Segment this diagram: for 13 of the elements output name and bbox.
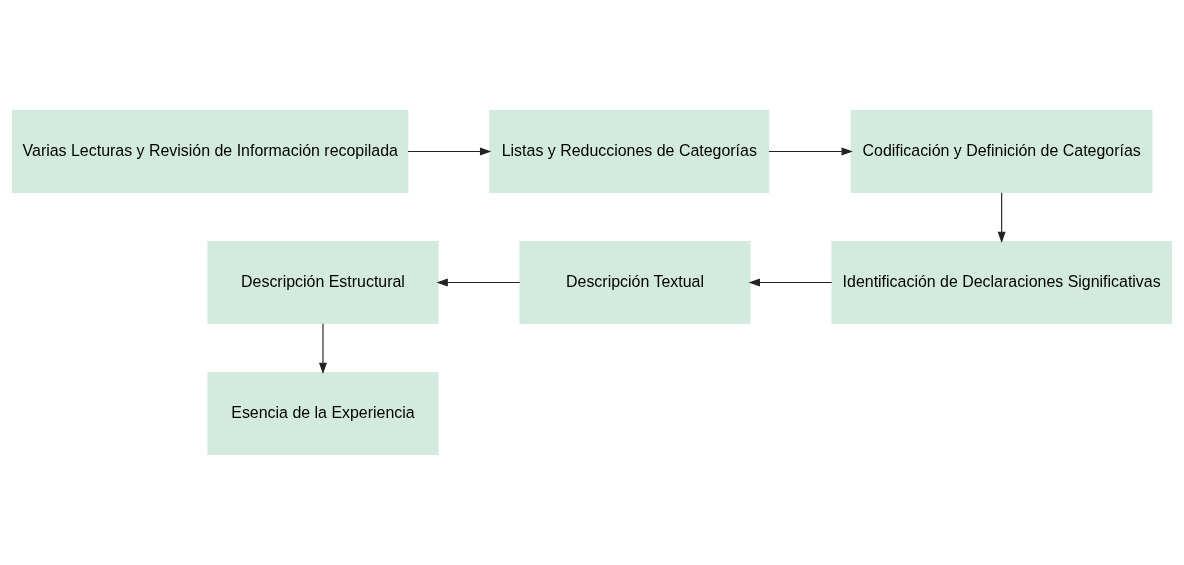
arrow bbox=[407, 147, 492, 156]
node-box: Identificación de Declaraciones Significativas bbox=[831, 240, 1172, 325]
node-box: Descripción Textual bbox=[519, 240, 751, 325]
node-box: Codificación y Definición de Categorías bbox=[850, 110, 1153, 194]
arrow bbox=[319, 323, 327, 375]
arrow bbox=[748, 278, 833, 287]
arrow bbox=[436, 278, 521, 287]
arrow bbox=[768, 147, 853, 156]
node-box: Esencia de la Experiencia bbox=[207, 371, 439, 455]
node-box: Descripción Estructural bbox=[207, 240, 439, 325]
node-box: Listas y Reducciones de Categorías bbox=[489, 110, 770, 194]
node-box: Varias Lecturas y Revisión de Información recopilada bbox=[12, 110, 409, 194]
arrow bbox=[997, 192, 1006, 244]
